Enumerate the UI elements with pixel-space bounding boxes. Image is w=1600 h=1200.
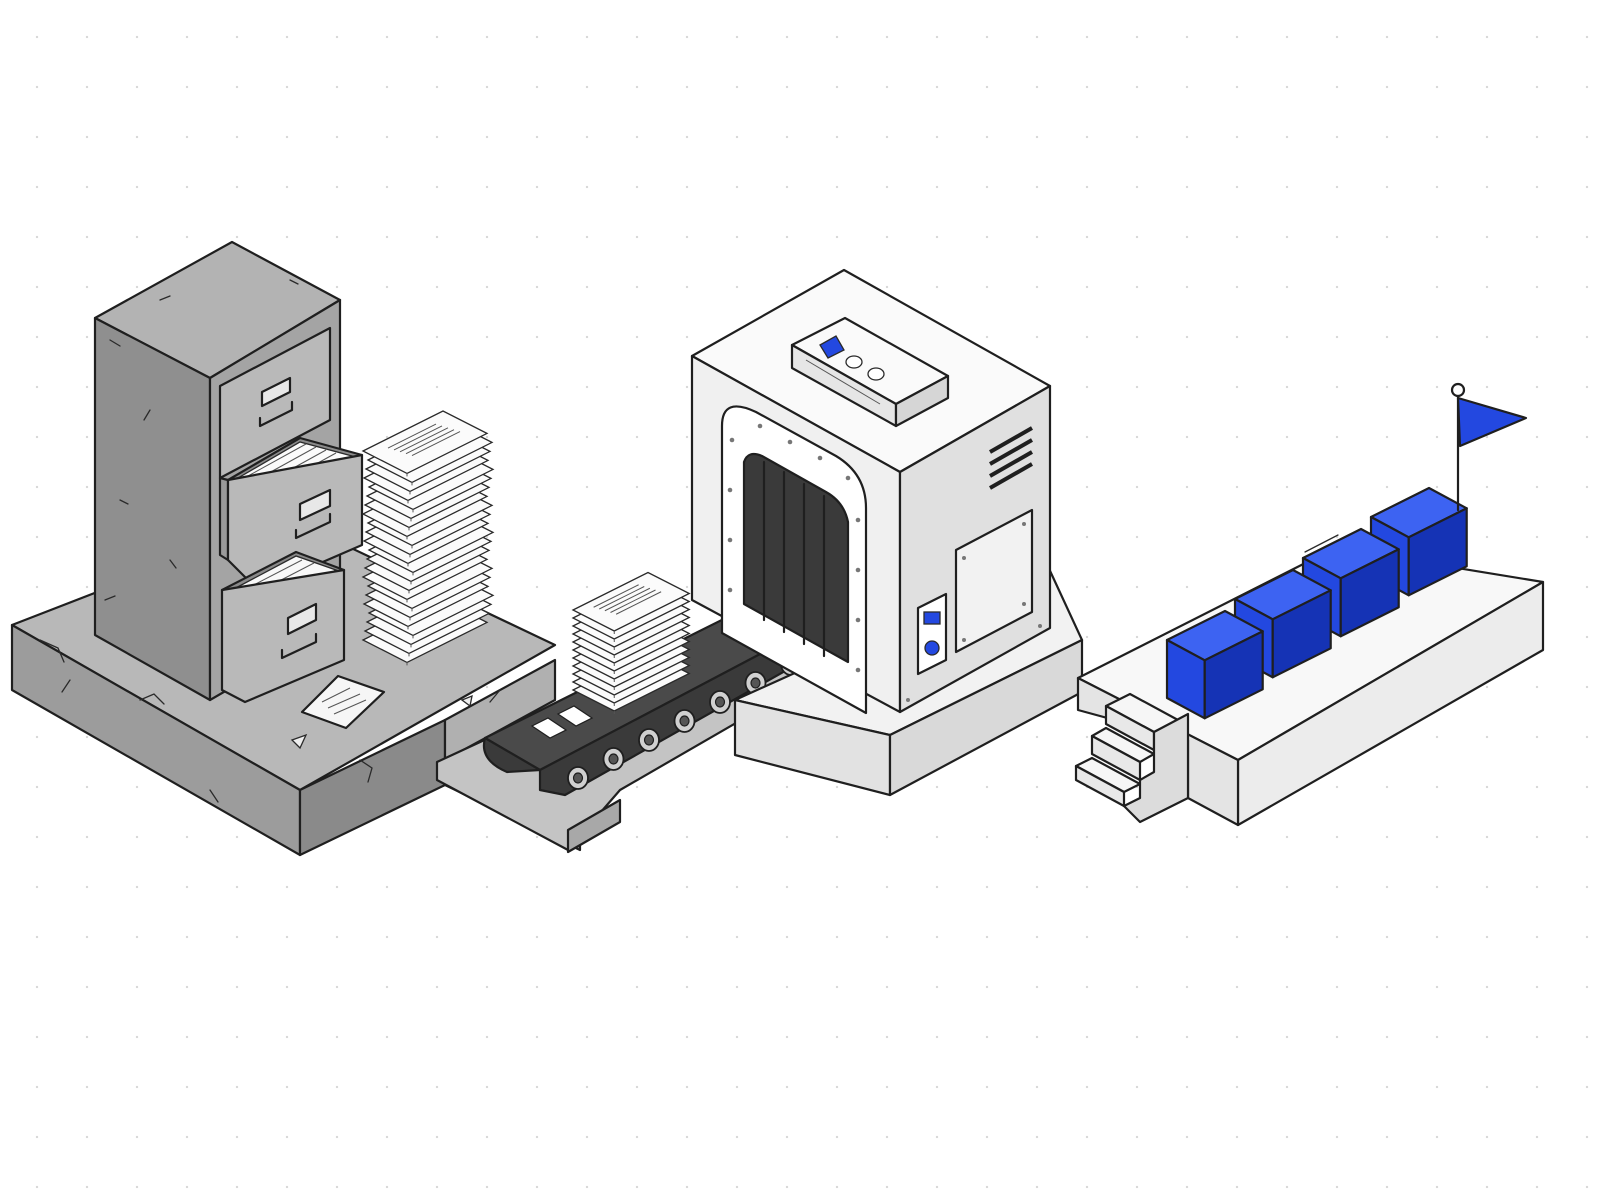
vent-grille [989,426,1033,490]
panel-indicator-light [819,335,845,359]
output-blocks [1165,486,1468,720]
status-screen [923,611,941,625]
paper-stack-icon [571,571,691,714]
filing-cabinet-icon [93,240,364,704]
blue-block-icon [1165,609,1264,720]
flag-icon [1450,382,1528,512]
power-button-icon [924,640,940,656]
paper-stack-icon [361,410,495,666]
stairs-icon [1074,692,1190,824]
processing-machine-icon [690,268,1084,797]
